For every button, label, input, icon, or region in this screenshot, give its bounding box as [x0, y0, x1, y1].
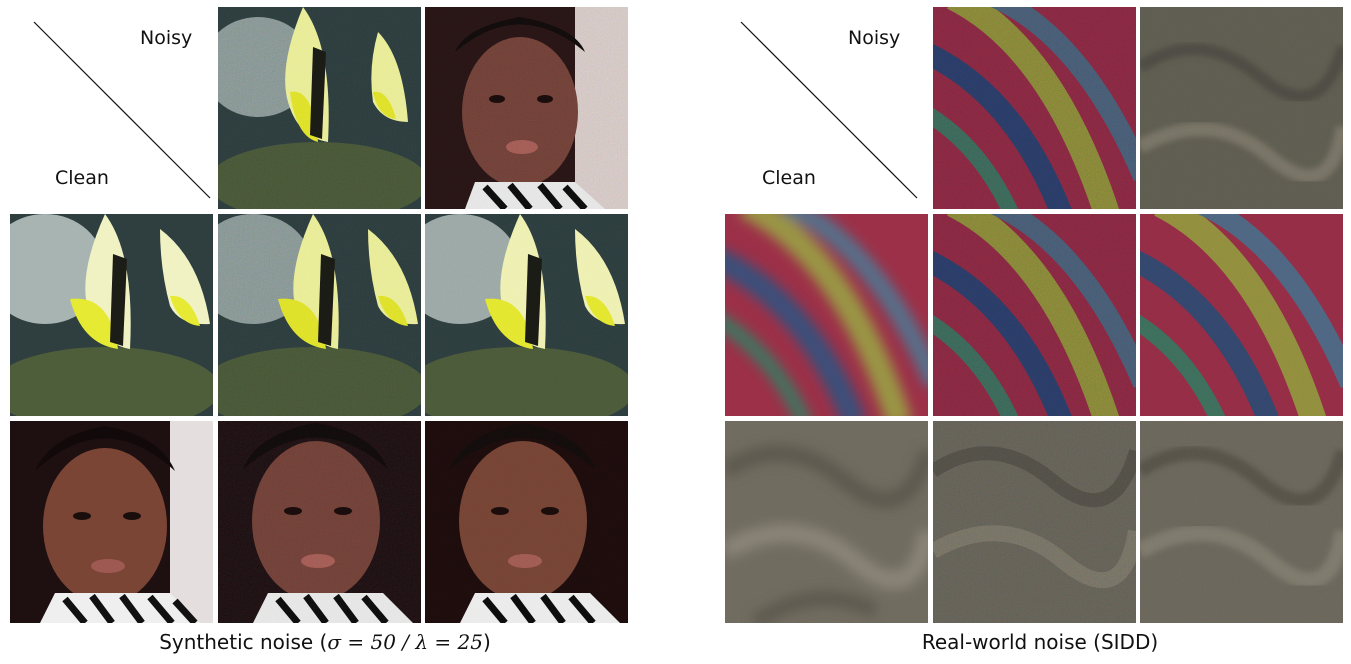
corner-legend: Noisy Clean: [725, 8, 928, 208]
portrait-denoised-image: [425, 421, 628, 623]
noisy-label: Noisy: [140, 27, 193, 49]
clean-label: Clean: [55, 167, 109, 189]
stripes-clean-image: [725, 214, 928, 416]
real-noise-panel: Noisy Clean: [725, 0, 1351, 664]
fish-clean-image: [10, 214, 213, 416]
fish-denoised-image: [425, 214, 628, 416]
fabric-denoised-image: [1140, 421, 1343, 623]
fish-noisy-image: [218, 214, 421, 416]
fish-noisy-header-image: [218, 7, 421, 209]
portrait-clean-image: [10, 421, 213, 623]
fabric-clean-image: [725, 421, 928, 623]
corner-legend: Noisy Clean: [10, 8, 213, 208]
synthetic-noise-panel: Noisy Clean: [10, 0, 640, 664]
real-caption: Real-world noise (SIDD): [921, 630, 1159, 654]
stripes-noisy-image: [933, 214, 1136, 416]
fabric-noisy-image: [933, 421, 1136, 623]
noisy-label: Noisy: [848, 27, 901, 49]
portrait-noisy-image: [218, 421, 421, 623]
synthetic-caption: Synthetic noise (σ = 50 / λ = 25): [159, 630, 491, 654]
portrait-noisy-header-image: [425, 7, 628, 209]
clean-label: Clean: [762, 167, 816, 189]
stripes-denoised-image: [1140, 214, 1343, 416]
fabric-noisy-header-image: [1140, 7, 1343, 209]
stripes-noisy-header-image: [933, 7, 1136, 209]
